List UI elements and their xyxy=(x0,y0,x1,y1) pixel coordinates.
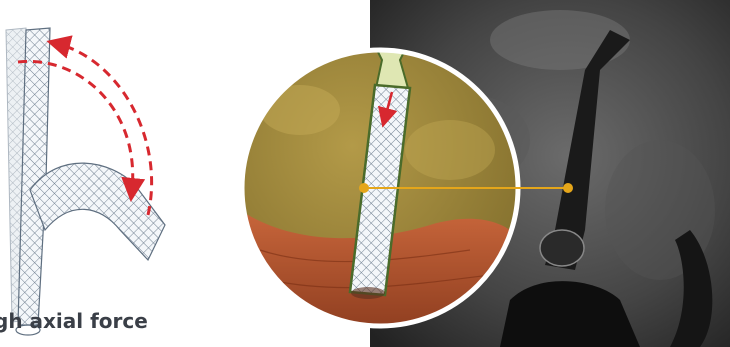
caption-text: gh axial force xyxy=(0,309,148,333)
stent-diagram xyxy=(6,28,165,335)
stent-bent xyxy=(30,163,165,260)
callout-dot-end xyxy=(563,183,573,193)
callout-dot-start xyxy=(359,183,369,193)
